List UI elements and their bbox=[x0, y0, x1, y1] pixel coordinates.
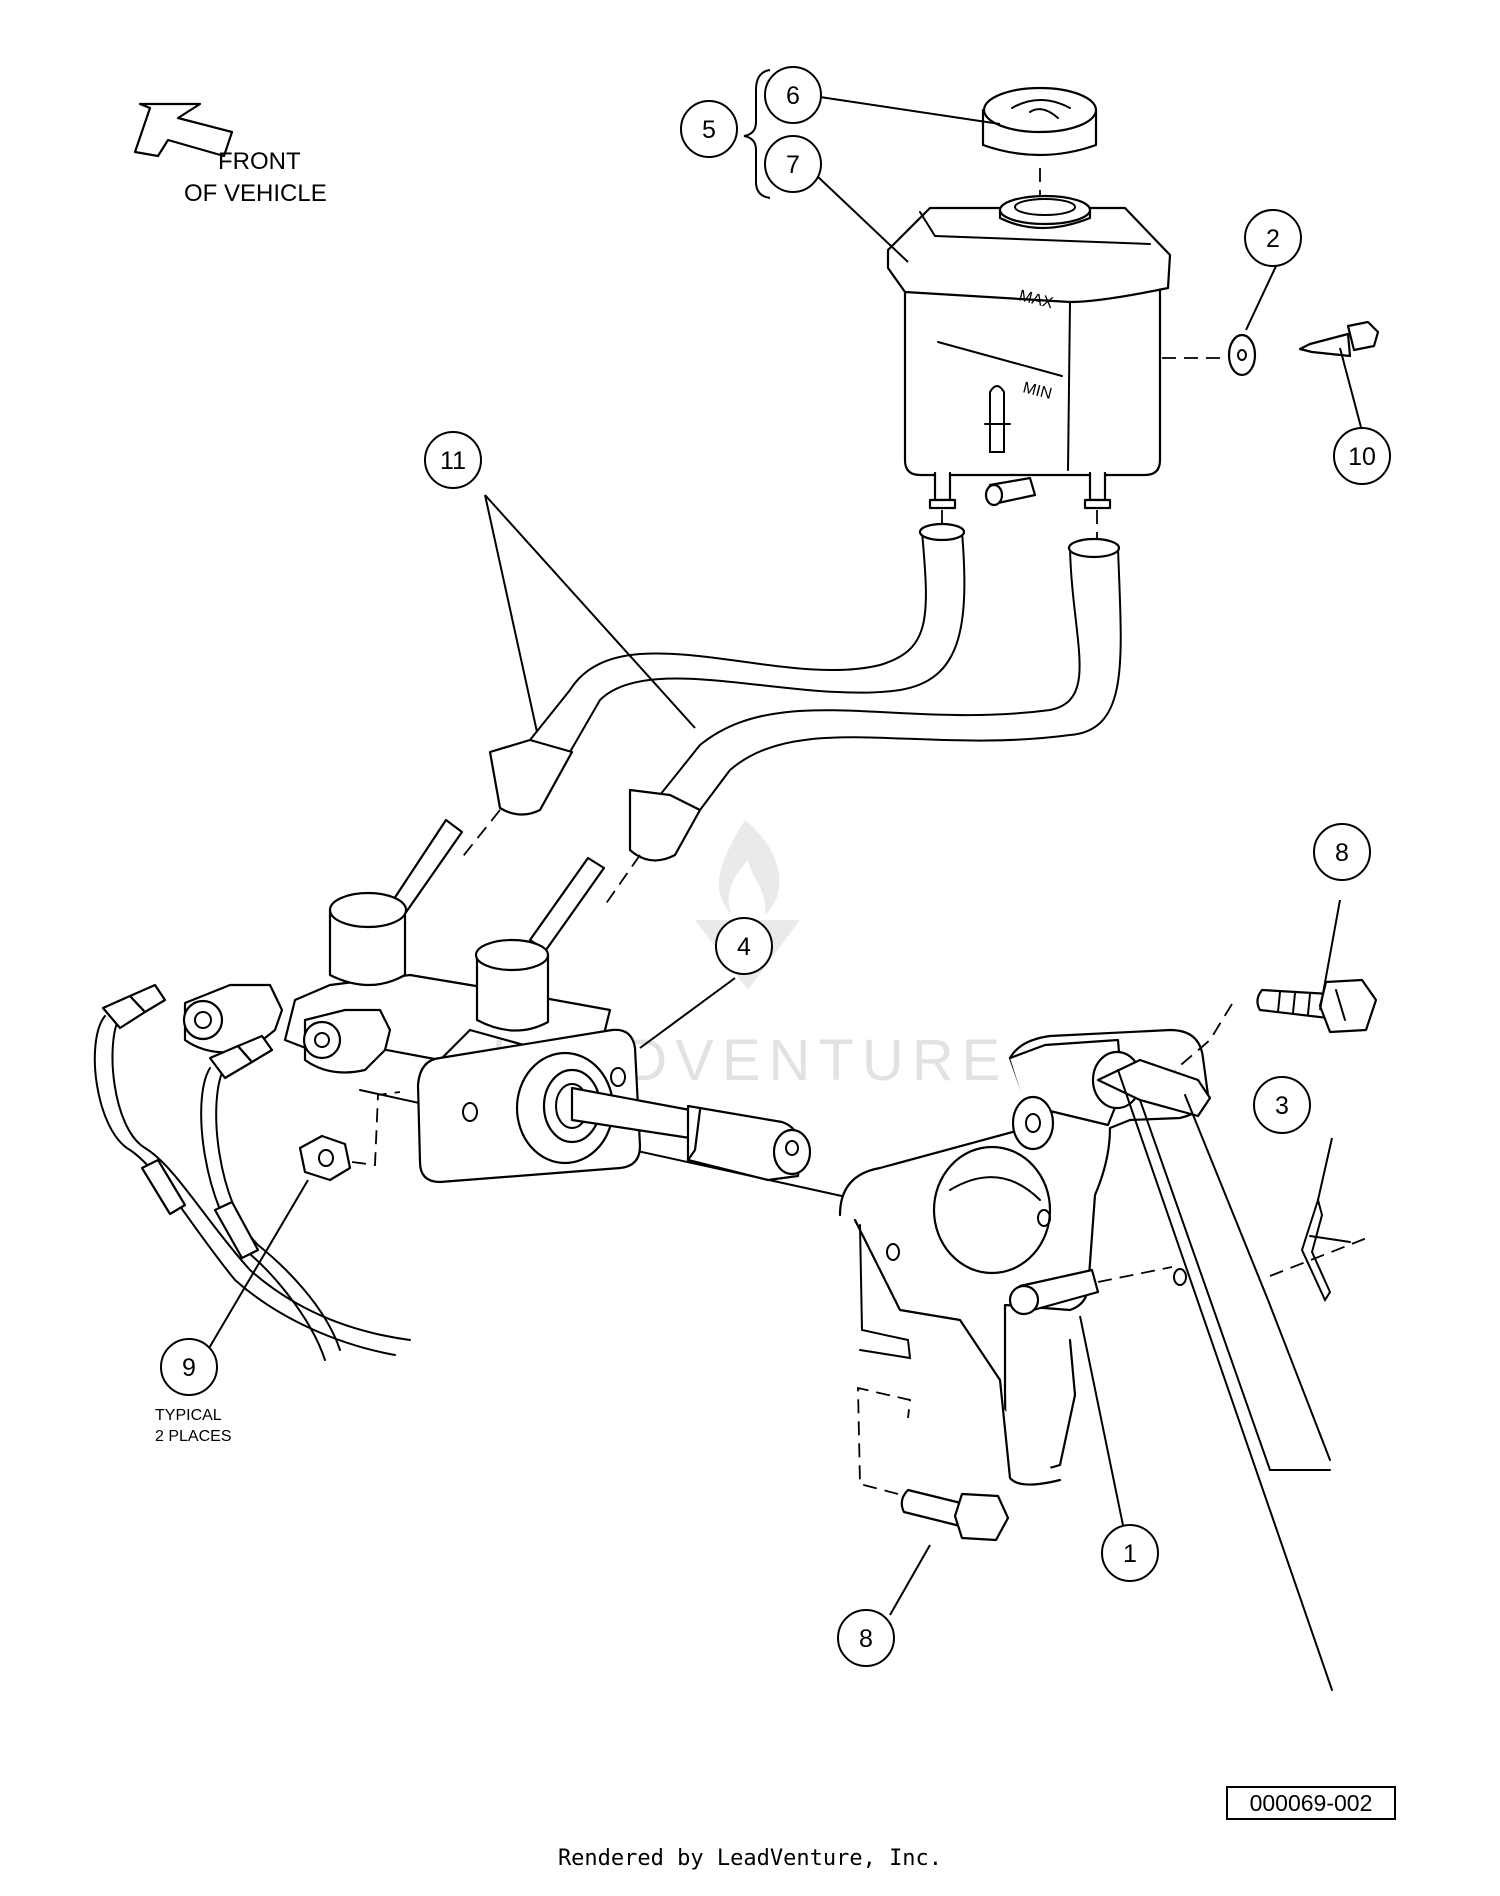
nut-centerline bbox=[351, 1091, 401, 1167]
reservoir bbox=[886, 194, 1172, 510]
callout-8-lower-number: 8 bbox=[859, 1625, 873, 1653]
callout-5-number: 5 bbox=[702, 116, 716, 144]
callout-10: 10 bbox=[1333, 427, 1391, 485]
callout-5: 5 bbox=[680, 100, 738, 158]
front-label-line2: OF VEHICLE bbox=[184, 180, 327, 207]
callout-9-number: 9 bbox=[182, 1354, 196, 1382]
callout-8-upper-number: 8 bbox=[1335, 839, 1349, 867]
bolt-lower-centerline bbox=[857, 1386, 911, 1495]
pin-centerline bbox=[1097, 1266, 1173, 1283]
callout-2-number: 2 bbox=[1266, 225, 1280, 253]
callout-6: 6 bbox=[764, 66, 822, 124]
kit-brace bbox=[743, 69, 771, 199]
callout-4: 4 bbox=[715, 917, 773, 975]
callout-6-number: 6 bbox=[786, 82, 800, 110]
callout-4-number: 4 bbox=[737, 933, 751, 961]
callout-1-number: 1 bbox=[1123, 1540, 1137, 1568]
brake-line-nut bbox=[298, 1134, 352, 1182]
hose-a-lower-centerline bbox=[459, 809, 501, 861]
callout-11-number: 11 bbox=[440, 447, 466, 475]
hose-a bbox=[488, 522, 966, 816]
barb-b bbox=[528, 856, 606, 952]
footer-credit: Rendered by LeadVenture, Inc. bbox=[557, 1846, 943, 1871]
leader-lines bbox=[204, 96, 1363, 1616]
bolt-upper bbox=[1256, 978, 1378, 1034]
pedal-bracket bbox=[838, 1028, 1212, 1486]
callout-10-number: 10 bbox=[1348, 443, 1376, 471]
callout-9: 9 bbox=[160, 1338, 218, 1396]
callout-2: 2 bbox=[1244, 209, 1302, 267]
clip-centerline bbox=[1269, 1235, 1373, 1277]
callout-1: 1 bbox=[1101, 1524, 1159, 1582]
mounting-screw bbox=[1298, 320, 1380, 358]
hose-b bbox=[628, 537, 1122, 862]
callout-8-lower: 8 bbox=[837, 1609, 895, 1667]
master-cylinder bbox=[182, 891, 861, 1201]
washer bbox=[1227, 333, 1257, 377]
callout-7: 7 bbox=[764, 135, 822, 193]
callout-11: 11 bbox=[424, 431, 482, 489]
pedal-arm bbox=[1117, 1069, 1333, 1691]
callout-3-number: 3 bbox=[1275, 1092, 1289, 1120]
hose-b-lower-centerline bbox=[604, 854, 641, 906]
bolt-upper-centerline bbox=[1174, 1003, 1233, 1071]
hairpin-clip bbox=[1300, 1199, 1351, 1303]
reservoir-cap bbox=[981, 86, 1098, 157]
bolt-lower bbox=[900, 1488, 1010, 1542]
note-line2: 2 PLACES bbox=[155, 1428, 231, 1445]
drawing-number: 000069-002 bbox=[1226, 1786, 1396, 1820]
pushrod-clevis bbox=[686, 1104, 812, 1182]
note-line1: TYPICAL bbox=[155, 1407, 222, 1424]
front-arrow-icon bbox=[133, 102, 234, 158]
callout-8-upper: 8 bbox=[1313, 823, 1371, 881]
callout-3: 3 bbox=[1253, 1076, 1311, 1134]
brake-lines bbox=[93, 983, 411, 1361]
callout-7-number: 7 bbox=[786, 151, 800, 179]
pivot-pin bbox=[1008, 1268, 1100, 1316]
reservoir-min-label: MIN bbox=[1021, 379, 1054, 403]
front-label-line1: FRONT bbox=[218, 148, 301, 175]
